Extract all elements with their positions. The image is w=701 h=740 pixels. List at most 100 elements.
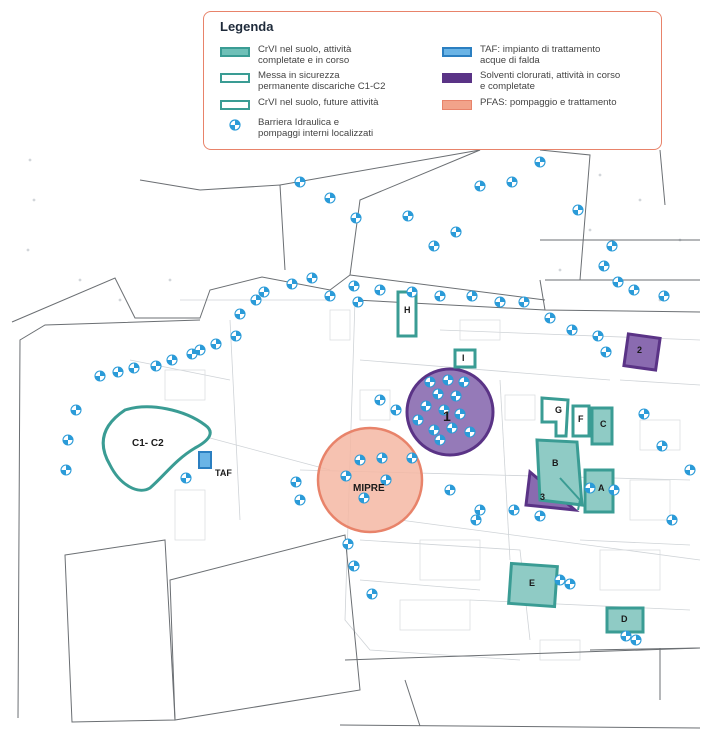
area-e[interactable] [507,561,559,609]
solvent-area-2[interactable] [622,332,662,372]
area-i[interactable] [453,348,477,369]
well-icon [466,290,478,302]
well-icon [348,280,360,292]
label-area-c: C [600,419,607,429]
well-icon [424,376,436,388]
legend-item-wells: Barriera Idraulica e pompaggi interni lo… [220,117,374,139]
well-icon [70,404,82,416]
well-icon [230,330,242,342]
well-icon [376,452,388,464]
well-icon [438,404,450,416]
legend-text-crvi-completed: CrVI nel suolo, attività completate e in… [258,44,352,66]
legend-text-solvents: Solventi clorurati, attività in corso e … [480,70,621,92]
well-icon [350,212,362,224]
well-icon [434,434,446,446]
well-icon [630,634,642,646]
label-area-b: B [552,458,559,468]
mipre-pfas-area[interactable] [316,426,424,534]
well-icon [506,176,518,188]
well-icon [402,210,414,222]
well-icon [584,482,596,494]
well-icon [572,204,584,216]
site-boundaries [11,109,701,729]
label-area-g: G [555,405,563,415]
taf-plant[interactable] [198,451,212,469]
well-icon [598,260,610,272]
legend-text-crvi-future: CrVI nel suolo, future attività [258,97,379,108]
well-icon [564,578,576,590]
well-icon [606,240,618,252]
well-icon [406,286,418,298]
hydraulic-barrier-wells [60,156,696,646]
label-mipre: MIPRE [353,483,385,494]
well-icon [428,424,440,436]
well-icon [380,474,392,486]
well-icon [666,514,678,526]
well-icon [166,354,178,366]
well-icon [290,476,302,488]
legend-swatch-taf [442,47,472,57]
well-icon [494,296,506,308]
well-icon [112,366,124,378]
well-icon [294,494,306,506]
well-icon [612,276,624,288]
b-drain-channel [559,477,582,511]
legend-text-wells: Barriera Idraulica e pompaggi interni lo… [258,117,374,139]
legend-item-crvi-future: CrVI nel suolo, future attività [220,97,379,110]
well-icon [420,400,432,412]
c1-c2-landfill[interactable] [101,405,212,492]
well-icon [508,504,520,516]
legend-text-pfas: PFAS: pompaggio e trattamento [480,97,617,108]
legend-swatch-crvi-completed [220,47,250,57]
well-icon [454,408,466,420]
label-taf: TAF [215,468,232,478]
well-icon [406,452,418,464]
legend-swatch-pfas [442,100,472,110]
label-area-1: 1 [443,408,451,424]
well-icon [450,390,462,402]
well-icon [94,370,106,382]
legend-swatch-solvents [442,73,472,83]
legend-item-landfill: Messa in sicurezza permanente discariche… [220,70,386,92]
well-icon [150,360,162,372]
well-icon [234,308,246,320]
well-icon [348,560,360,572]
legend-swatch-crvi-future [220,100,250,110]
well-icon [62,434,74,446]
well-icon [684,464,696,476]
label-area-3: 3 [540,492,546,502]
well-icon [358,492,370,504]
legend-text-landfill: Messa in sicurezza permanente discariche… [258,70,386,92]
well-icon [194,344,206,356]
label-area-e: E [529,578,536,588]
legend-well-icon [229,119,241,131]
well-icon [470,514,482,526]
well-icon [600,346,612,358]
well-icon [608,484,620,496]
area-c[interactable] [590,406,614,446]
well-icon [324,290,336,302]
well-icon [374,284,386,296]
well-icon [534,156,546,168]
well-icon [340,470,352,482]
well-icon [592,330,604,342]
label-area-a: A [598,483,605,493]
label-area-f: F [578,414,584,424]
well-icon [544,312,556,324]
well-icon [474,180,486,192]
label-area-d: D [621,614,628,624]
legend-text-taf: TAF: impianto di trattamento acque di fa… [480,44,601,66]
well-icon [442,374,454,386]
legend-item-crvi-completed: CrVI nel suolo, attività completate e in… [220,44,352,66]
well-icon [128,362,140,374]
area-g[interactable] [540,396,570,438]
area-f[interactable] [571,404,591,438]
well-icon [464,426,476,438]
well-icon [258,286,270,298]
label-c1-c2: C1- C2 [132,438,164,449]
well-icon [450,226,462,238]
well-icon [638,408,650,420]
well-icon [354,454,366,466]
label-area-h: H [404,305,411,315]
